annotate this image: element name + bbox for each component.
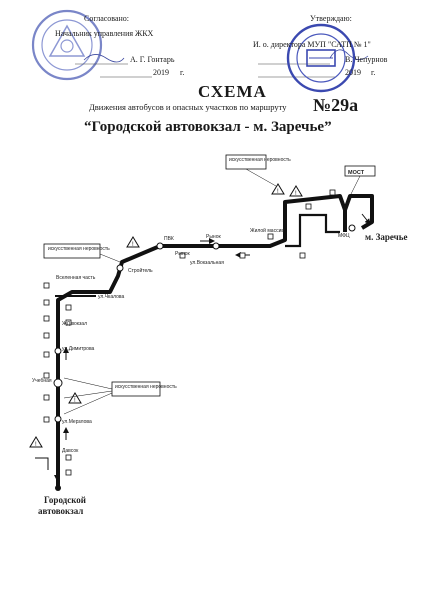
callout-leader-lines — [63, 168, 361, 415]
label-crossing-left: искусственная неровность — [48, 246, 110, 252]
svg-text:!: ! — [35, 442, 37, 448]
approval-stamp-left — [30, 8, 104, 82]
label-start-line1: Городской — [44, 495, 86, 505]
approval-right-year: 2019 — [345, 68, 361, 77]
label-street-vokzalnaya: ул.Вокзальная — [190, 260, 224, 266]
approval-right-org: И. о. директора МУП "САТП № 1" — [253, 40, 371, 49]
svg-text:!: ! — [277, 189, 279, 195]
approval-left-year: 2019 — [153, 68, 169, 77]
label-stop-davsok: Давсок — [62, 448, 79, 454]
label-stop-stroitel: Стройтель — [128, 267, 153, 274]
label-end-stop: м. Заречье — [365, 232, 408, 242]
route-number: №29а — [313, 95, 359, 115]
route-line-return — [285, 213, 340, 248]
approval-left-signer: А. Г. Гонтарь — [130, 55, 175, 64]
document-title: СХЕМА — [198, 82, 267, 101]
label-stop-rynok1: Рынок — [206, 234, 221, 240]
crossing-box-left — [43, 243, 101, 259]
label-bridge: МОСТ — [348, 170, 365, 176]
label-stop-chkalova: ул.Чкалова — [98, 294, 124, 300]
route-name: “Городской автовокзал - м. Заречье” — [84, 119, 332, 135]
approval-right-heading: Утверждаю: — [310, 14, 352, 23]
document-subtitle: Движения автобусов и опасных участков по… — [89, 102, 287, 112]
label-stop-uchebnaya: Учебная — [32, 378, 52, 384]
svg-text:!: ! — [132, 242, 134, 248]
label-stop-zhd: ЖД вокзал — [62, 321, 87, 327]
warning-sign-icon — [29, 183, 303, 448]
approval-stamp-right — [285, 22, 357, 94]
svg-text:!: ! — [295, 191, 297, 197]
traffic-sign-icon — [43, 189, 336, 476]
label-stop-merzlova: ул.Мерзлова — [62, 419, 92, 425]
label-stop-zhilaya: Жилой массив — [250, 227, 284, 234]
bus-stop-icon — [53, 224, 356, 423]
warning-marks: !!!!! — [35, 189, 297, 448]
label-crossing-mid: искусственная неровность — [115, 384, 177, 390]
start-stop-dot — [55, 485, 61, 491]
approval-right-year-suffix: г. — [371, 68, 376, 77]
label-stop-rynok2: Рынок — [175, 251, 190, 257]
label-stop-pvk: ПВК — [164, 236, 174, 242]
approval-right-signer: В. Чепурнов — [345, 55, 388, 64]
approval-left-heading: Согласовано: — [84, 14, 130, 23]
label-stop-dimitrova: ул.Димитрова — [62, 346, 95, 352]
label-stop-mfts: МФЦ — [338, 233, 350, 239]
label-stop-vsenaya: Вселенная часть — [56, 275, 96, 281]
approval-left-org: Начальник управления ЖКХ — [55, 29, 154, 38]
label-crossing-top: искусственная неровность — [229, 157, 291, 163]
approval-left-year-suffix: г. — [180, 68, 185, 77]
svg-text:!: ! — [74, 398, 76, 404]
label-start-line2: автовокзал — [38, 506, 83, 516]
